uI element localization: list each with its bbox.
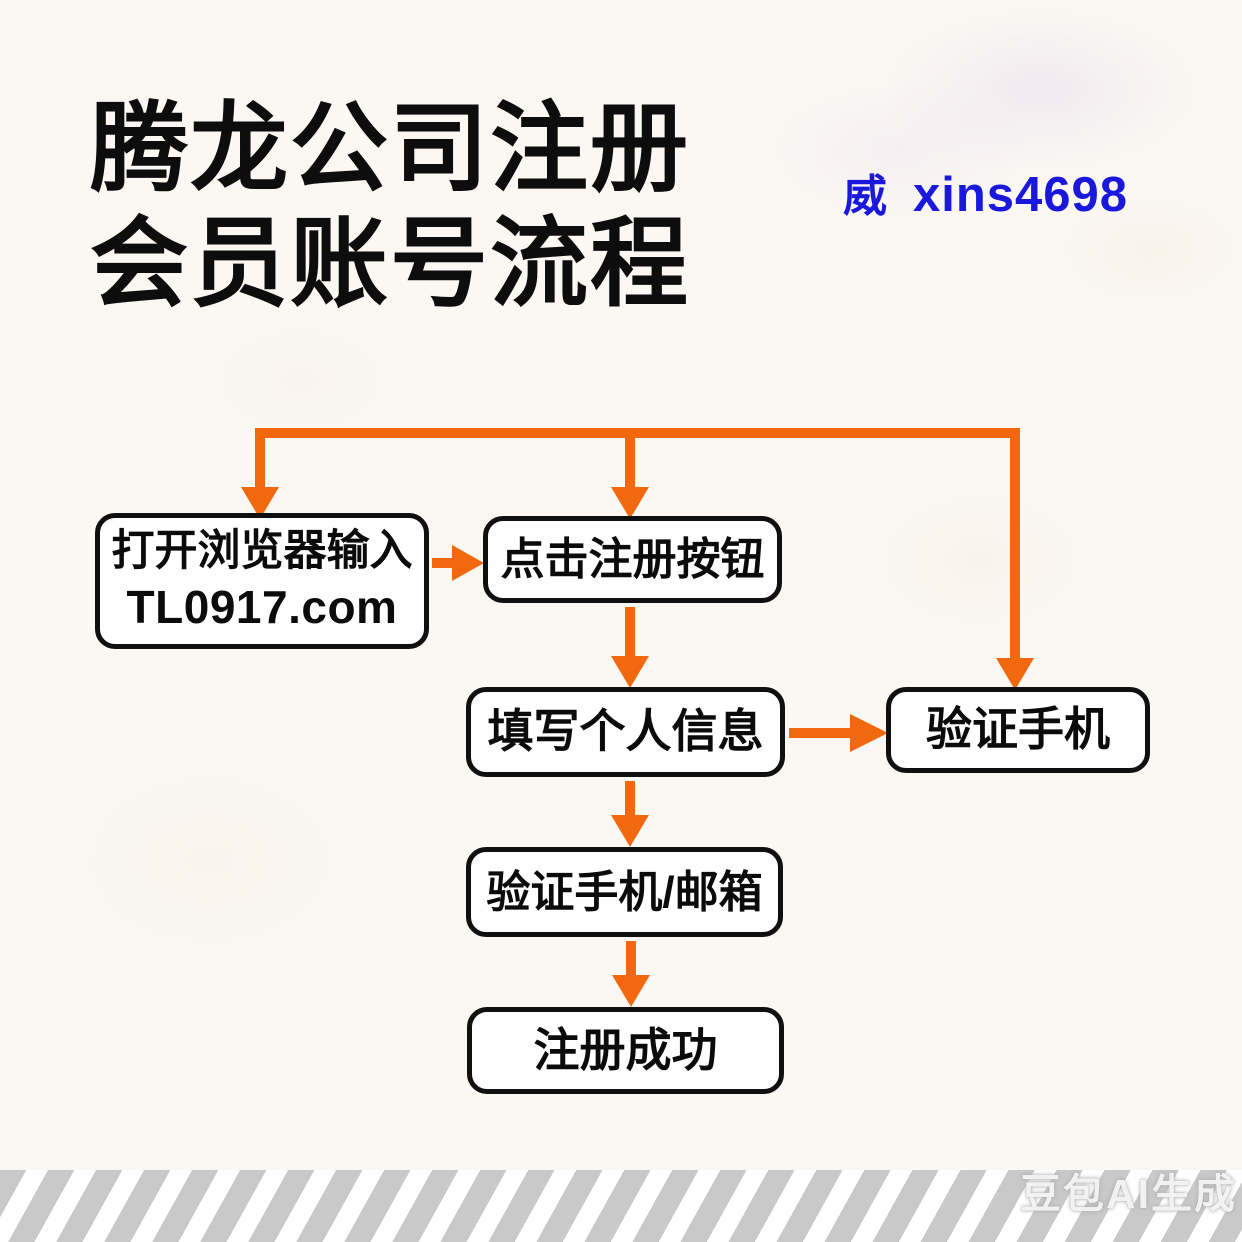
arrow-right-to-verify-phone	[850, 714, 888, 752]
site-url: TL0917.com	[126, 581, 398, 634]
flow-node-fill-personal-info: 填写个人信息	[466, 687, 785, 777]
ai-watermark: 豆包AI生成	[1020, 1171, 1237, 1217]
arrow-down-to-verify-phone-email	[611, 815, 649, 847]
flow-node-verify-phone: 验证手机	[886, 687, 1150, 773]
register-success-label: 注册成功	[533, 1023, 718, 1076]
title-line-1: 腾龙公司注册	[90, 91, 691, 206]
arrow-down-to-register-success	[612, 975, 650, 1007]
arrow-down-to-verify-phone	[996, 658, 1034, 690]
contact-prefix: 威	[843, 172, 887, 221]
page-title: 腾龙公司注册 会员账号流程	[90, 91, 691, 321]
flow-node-open-browser: 打开浏览器输入 TL0917.com	[95, 513, 429, 649]
flow-node-register-success: 注册成功	[467, 1007, 784, 1094]
title-line-2: 会员账号流程	[90, 205, 691, 321]
contact-handle: 威 xins4698	[843, 160, 1128, 224]
flow-node-click-register: 点击注册按钮	[483, 516, 782, 603]
flow-node-verify-phone-email: 验证手机/邮箱	[466, 847, 783, 937]
striped-footer-band	[0, 1170, 1242, 1242]
contact-id: xins4698	[913, 168, 1129, 222]
arrow-down-to-open-browser	[241, 487, 279, 519]
arrow-right-to-click-register	[452, 545, 484, 581]
verify-phone-label: 验证手机	[926, 703, 1110, 756]
verify-phone-email-label: 验证手机/邮箱	[486, 867, 763, 917]
fill-personal-info-label: 填写个人信息	[487, 705, 764, 758]
arrow-down-to-fill-info	[611, 656, 649, 688]
open-browser-label: 打开浏览器输入	[111, 527, 413, 576]
arrow-down-to-click-register	[611, 487, 649, 519]
click-register-label: 点击注册按钮	[500, 535, 765, 584]
